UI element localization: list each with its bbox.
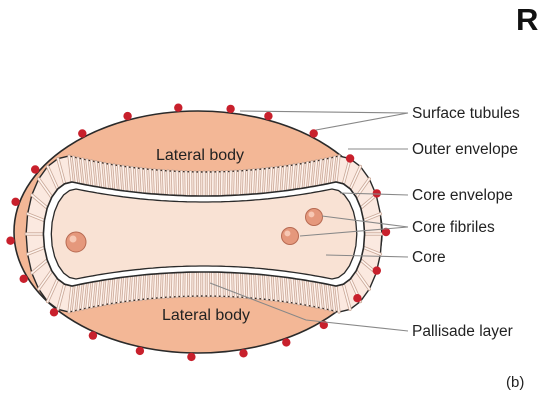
surface-tubule <box>239 349 247 357</box>
palisade-finger-highlight <box>159 274 160 298</box>
callout-core: Core <box>412 249 446 266</box>
leader-line <box>240 111 408 113</box>
surface-tubule <box>373 189 381 197</box>
leader-line <box>316 113 408 130</box>
panel-label: (b) <box>506 374 524 391</box>
palisade-finger-highlight <box>155 274 156 298</box>
palisade-finger-highlight <box>155 170 156 194</box>
surface-tubule <box>78 129 86 137</box>
surface-tubule <box>89 331 97 339</box>
palisade-finger-highlight <box>252 274 253 298</box>
palisade-finger-highlight <box>248 170 249 194</box>
surface-tubule <box>346 154 354 162</box>
callout-surface-tubules: Surface tubules <box>412 105 520 122</box>
surface-tubule <box>373 266 381 274</box>
palisade-finger-highlight <box>226 172 227 196</box>
lateral-body-top-label: Lateral body <box>156 147 244 164</box>
surface-tubule <box>264 112 272 120</box>
palisade-finger-highlight <box>182 172 183 196</box>
surface-tubule <box>282 338 290 346</box>
core-fibrile-highlight <box>284 230 290 236</box>
palisade-finger-highlight <box>159 170 160 194</box>
core <box>51 189 357 279</box>
palisade-finger-highlight <box>230 273 231 297</box>
palisade-finger-highlight <box>173 171 174 195</box>
callout-pallisade-layer: Pallisade layer <box>412 323 513 340</box>
callout-core-fibriles: Core fibriles <box>412 219 495 236</box>
core-region <box>43 182 364 286</box>
surface-tubule <box>174 104 182 112</box>
core-fibrile-highlight <box>70 236 77 243</box>
core-fibrile <box>282 228 299 245</box>
palisade-finger-highlight <box>182 272 183 296</box>
surface-tubule <box>136 347 144 355</box>
palisade-finger-highlight <box>168 273 169 297</box>
palisade-finger-highlight <box>239 273 240 297</box>
palisade-finger-highlight <box>226 272 227 296</box>
surface-tubule <box>353 294 361 302</box>
palisade-finger-highlight <box>235 171 236 195</box>
surface-tubule <box>226 105 234 113</box>
surface-tubule <box>187 353 195 361</box>
lateral-body-bottom-label: Lateral body <box>162 307 250 324</box>
palisade-finger-highlight <box>177 273 178 297</box>
palisade-finger-highlight <box>173 273 174 297</box>
palisade-finger-highlight <box>252 170 253 194</box>
surface-tubule <box>310 129 318 137</box>
palisade-finger-highlight <box>230 171 231 195</box>
callout-outer-envelope: Outer envelope <box>412 141 518 158</box>
palisade-finger-highlight <box>164 171 165 195</box>
palisade-finger-highlight <box>244 171 245 195</box>
callout-core-envelope: Core envelope <box>412 187 513 204</box>
palisade-finger-highlight <box>164 273 165 297</box>
palisade-finger-highlight <box>177 171 178 195</box>
palisade-finger-highlight <box>248 274 249 298</box>
surface-tubule <box>6 237 14 245</box>
palisade-finger-highlight <box>244 273 245 297</box>
core-fibrile <box>66 232 86 252</box>
core-fibrile-highlight <box>308 211 314 217</box>
palisade-finger-highlight <box>239 171 240 195</box>
surface-tubule <box>31 165 39 173</box>
palisade-finger-highlight <box>168 171 169 195</box>
surface-tubule <box>20 275 28 283</box>
surface-tubule <box>123 112 131 120</box>
core-fibrile <box>306 209 323 226</box>
surface-tubule <box>50 308 58 316</box>
surface-tubule <box>11 198 19 206</box>
